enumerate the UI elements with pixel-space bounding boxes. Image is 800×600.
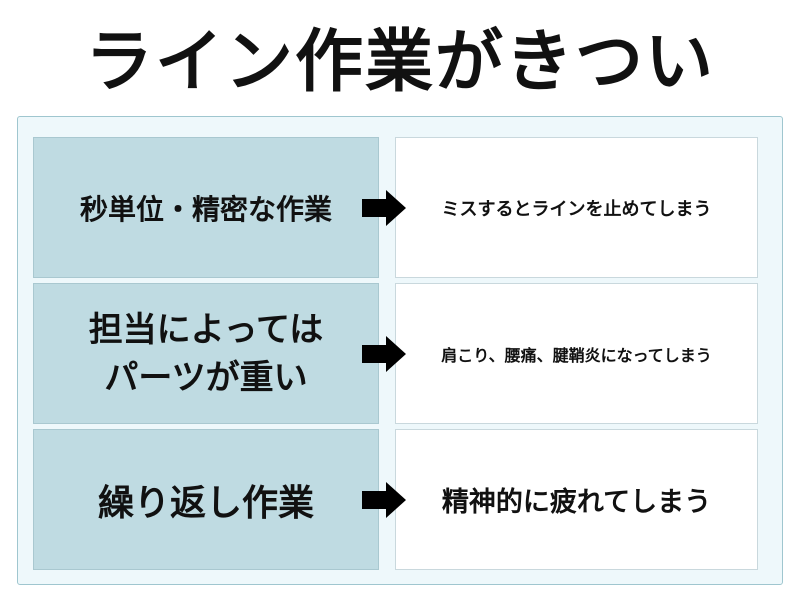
slide-title: ライン作業がきつい	[84, 23, 715, 102]
effect-box-1: ミスするとラインを止めてしまう	[395, 137, 758, 278]
effect-box-3: 精神的に疲れてしまう	[395, 429, 758, 570]
cause-box-3: 繰り返し作業	[33, 429, 379, 570]
arrow-right-icon	[362, 336, 406, 372]
arrow-right-icon	[362, 190, 406, 226]
cause-line-1: 担当によっては	[88, 309, 324, 350]
cause-box-1: 秒単位・精密な作業	[33, 137, 379, 278]
arrow-right-icon	[362, 482, 406, 518]
effect-box-2: 肩こり、腰痛、腱鞘炎になってしまう	[395, 283, 758, 424]
cause-line-2: パーツが重い	[104, 357, 308, 398]
cause-box-2: 担当によってはパーツが重い	[33, 283, 379, 424]
